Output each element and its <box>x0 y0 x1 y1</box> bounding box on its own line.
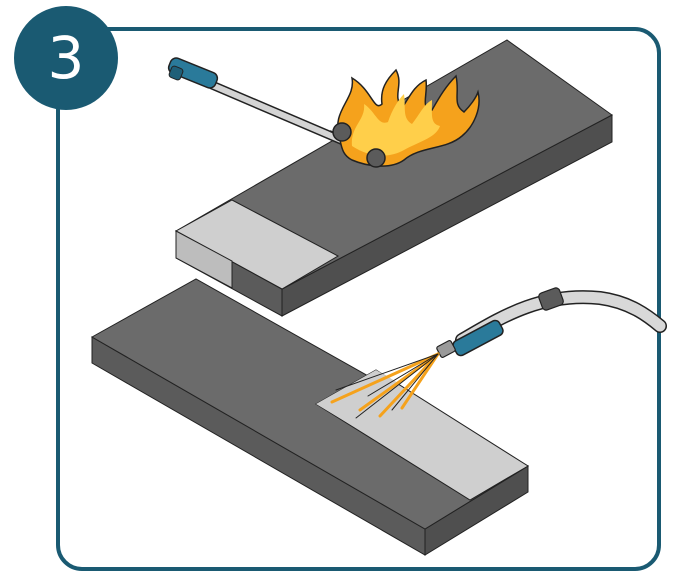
step-number: 3 <box>48 24 85 92</box>
frame <box>56 27 661 571</box>
upper-slab-treated-area <box>174 199 340 290</box>
gas-torch-icon <box>167 57 480 168</box>
step-badge: 3 <box>14 6 118 110</box>
flame-icon <box>337 68 480 167</box>
spray-gun-icon <box>436 287 667 358</box>
upper-slab-treated-front <box>175 230 233 289</box>
lower-slab-treated-strip <box>316 370 400 428</box>
lower-slab <box>90 278 529 556</box>
spray-fan-icon <box>330 352 440 419</box>
